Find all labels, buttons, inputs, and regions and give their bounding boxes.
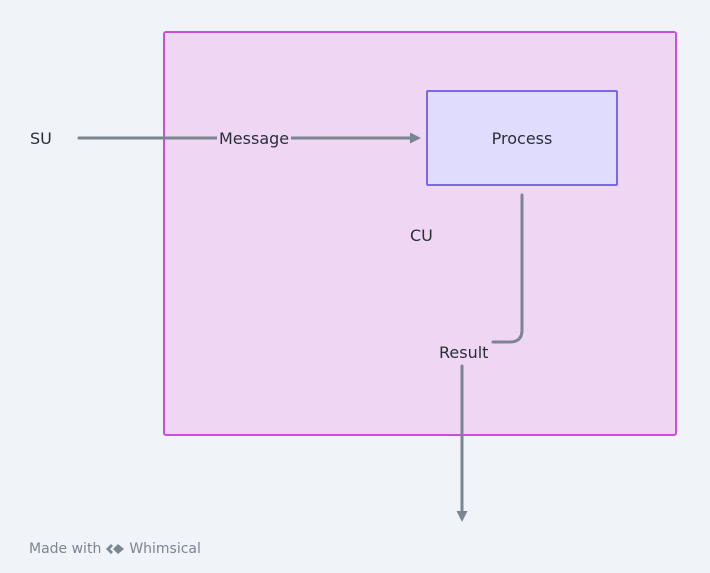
whimsical-logo-icon	[106, 544, 125, 554]
result-edge-label[interactable]: Result	[439, 343, 489, 362]
process-node[interactable]: Process	[426, 90, 618, 186]
made-with-footer[interactable]: Made with Whimsical	[29, 541, 201, 557]
su-label[interactable]: SU	[30, 129, 52, 148]
process-label: Process	[491, 128, 553, 148]
made-with-text: Made with	[29, 541, 102, 557]
result-arrowhead	[456, 511, 468, 522]
message-edge-label[interactable]: Message	[217, 129, 292, 148]
whimsical-brand-text: Whimsical	[129, 541, 201, 557]
cu-label[interactable]: CU	[410, 226, 433, 245]
